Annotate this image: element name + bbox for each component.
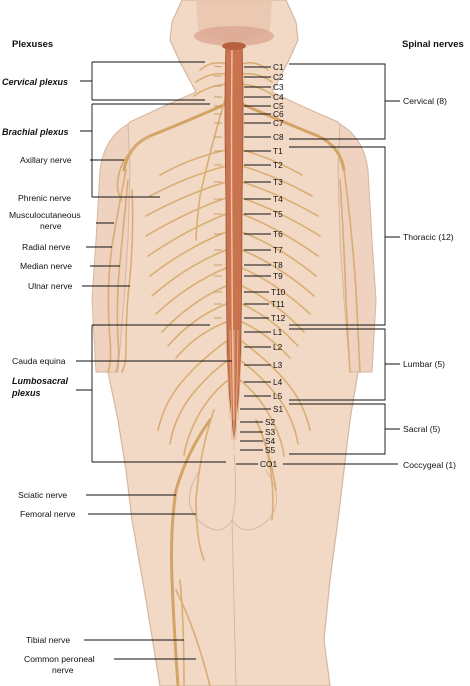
segment-c8: C8 [273, 132, 284, 142]
segment-t12: T12 [271, 313, 286, 323]
segment-s4: S4 [265, 436, 276, 446]
cauda-equina-label: Cauda equina [12, 356, 66, 366]
common-peroneal-nerve-label-line2: nerve [52, 665, 74, 675]
segment-t1: T1 [273, 146, 283, 156]
segment-t6: T6 [273, 229, 283, 239]
tibial-nerve-label: Tibial nerve [26, 635, 70, 645]
segment-labels: C1 C2 C3 C4 C5 C6 C7 C8 T1 T2 T3 T4 T5 T… [236, 62, 286, 469]
right-arm-outline [337, 123, 377, 373]
segment-t9: T9 [273, 271, 283, 281]
femoral-nerve-path [195, 409, 215, 561]
axillary-nerve-label: Axillary nerve [20, 155, 72, 165]
common-peroneal-path [175, 589, 211, 686]
segment-s3: S3 [265, 427, 276, 437]
segment-c3: C3 [273, 82, 284, 92]
segment-l5: L5 [273, 391, 283, 401]
segment-t8: T8 [273, 260, 283, 270]
lumbosacral-plexus-bracket [76, 324, 226, 463]
segment-t10: T10 [271, 287, 286, 297]
spinal-cord-body [224, 43, 244, 441]
segment-c5: C5 [273, 101, 284, 111]
right-arm-nerves [339, 169, 361, 373]
root-stubs-left [213, 65, 223, 319]
musculocutaneous-nerve-label-line2: nerve [40, 221, 62, 231]
spinal-nerves-header: Spinal nerves [402, 39, 464, 50]
lumbar-group-bracket [289, 328, 400, 401]
median-nerve-label: Median nerve [20, 261, 72, 271]
lumbosacral-plexus-label-line1: Lumbosacral [12, 376, 69, 386]
coccygeal-group-label: Coccygeal (1) [403, 460, 456, 470]
axillary-nerve-path [116, 135, 151, 201]
nerve-root-stubs [213, 65, 223, 319]
spinal-nerve-groups: Cervical (8) Thoracic (12) Lumbar (5) Sa… [283, 63, 456, 470]
cervical-group-bracket [289, 63, 400, 140]
nerve-labels: Axillary nerve Phrenic nerve Musculocuta… [9, 155, 232, 675]
segment-leaders [236, 66, 271, 465]
cauda-equina-fibers [225, 329, 243, 450]
leg-divide [231, 519, 237, 686]
sacral-group-label: Sacral (5) [403, 424, 440, 434]
right-leg-nerves [255, 419, 277, 521]
segment-c4: C4 [273, 92, 284, 102]
cervical-plexus-label: Cervical plexus [2, 77, 68, 87]
median-nerve-path [115, 179, 129, 373]
segment-t5: T5 [273, 209, 283, 219]
ulnar-nerve-label: Ulnar nerve [28, 281, 73, 291]
cervical-plexus-bracket [80, 61, 205, 101]
cervical-plexus-branches [193, 62, 275, 97]
segment-co1: CO1 [260, 459, 277, 469]
segment-t11: T11 [271, 299, 285, 309]
thoracic-group-bracket [289, 146, 400, 326]
phrenic-nerve-label: Phrenic nerve [18, 193, 71, 203]
segment-c6: C6 [273, 109, 284, 119]
brachial-plexus-label: Brachial plexus [2, 127, 69, 137]
segment-c7: C7 [273, 118, 284, 128]
lumbar-group-label: Lumbar (5) [403, 359, 445, 369]
sacral-group-bracket [289, 403, 400, 455]
segment-c1: C1 [273, 62, 284, 72]
segment-l2: L2 [273, 342, 283, 352]
plexus-labels: Cervical plexus Brachial plexus Lumbosac… [2, 61, 226, 463]
thoracic-group-label: Thoracic (12) [403, 232, 454, 242]
segment-t7: T7 [273, 245, 283, 255]
segment-t3: T3 [273, 177, 283, 187]
peripheral-nerves [107, 62, 361, 686]
musculocutaneous-nerve-label-line1: Musculocutaneous [9, 210, 81, 220]
brachial-plexus-bracket [80, 103, 210, 198]
brachial-plexus-right [240, 102, 346, 172]
radial-nerve-path [107, 169, 127, 373]
segment-t2: T2 [273, 160, 283, 170]
segment-l3: L3 [273, 360, 283, 370]
intercostal-nerves-left [145, 149, 227, 359]
tibial-nerve-path [179, 579, 185, 686]
segment-s1: S1 [273, 404, 284, 414]
lumbosacral-plexus-branches [157, 339, 311, 457]
segment-s5: S5 [265, 445, 276, 455]
cervical-group-label: Cervical (8) [403, 96, 447, 106]
sciatic-nerve-label: Sciatic nerve [18, 490, 67, 500]
common-peroneal-nerve-label-line1: Common peroneal [24, 654, 95, 664]
spinal-cord-top [222, 42, 246, 50]
femoral-nerve-label: Femoral nerve [20, 509, 76, 519]
segment-l1: L1 [273, 327, 283, 337]
lumbosacral-plexus-label-line2: plexus [11, 388, 41, 398]
spinal-cord [222, 42, 246, 450]
plexuses-header: Plexuses [12, 39, 53, 50]
occipital-shadow [194, 26, 274, 46]
segment-t4: T4 [273, 194, 283, 204]
sciatic-nerve-path [170, 418, 212, 686]
spinal-cord-highlight [230, 47, 235, 421]
segment-l4: L4 [273, 377, 283, 387]
radial-nerve-label: Radial nerve [22, 242, 70, 252]
segment-s2: S2 [265, 417, 276, 427]
intercostal-nerves-right [241, 149, 321, 359]
segment-c2: C2 [273, 72, 284, 82]
